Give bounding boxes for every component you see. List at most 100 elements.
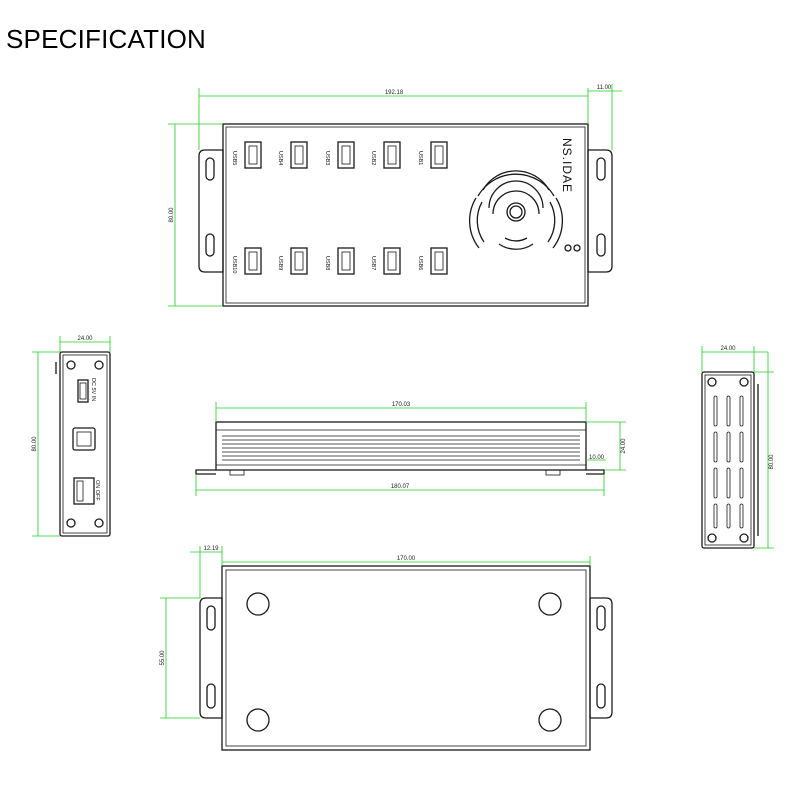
top-body	[222, 123, 589, 307]
switch-label: ON OFF	[94, 480, 100, 501]
bottom-dim-holes: 55.00	[160, 597, 200, 719]
front-dim-inner: 170.03	[215, 402, 587, 422]
left-view: DC 5V IN ON OFF 24.00 80.00	[32, 336, 111, 537]
right-dim-width: 24.00	[701, 346, 768, 372]
indicator-led-icon	[564, 244, 572, 252]
rubber-foot-icon	[538, 708, 562, 732]
rubber-foot-icon	[538, 592, 562, 616]
top-right-ear	[587, 149, 613, 273]
dimension-label: 80.00	[769, 454, 775, 470]
usb-port-bottom-2: USB9	[277, 247, 308, 275]
usb-port-label: USB7	[370, 256, 376, 270]
rubber-foot-icon	[246, 708, 270, 732]
screw-icon	[739, 377, 749, 387]
usb-port-bottom-5: USB6	[417, 247, 448, 275]
dimension-label: 12.19	[203, 546, 219, 552]
bottom-body	[221, 565, 591, 751]
top-body-inner	[225, 126, 586, 304]
usb-b-port	[72, 427, 96, 451]
top-right-ear-slot	[596, 233, 606, 257]
usb-port-label: USB10	[231, 256, 237, 273]
front-rubber-foot	[229, 469, 245, 476]
usb-port-label: USB1	[417, 151, 423, 165]
screw-icon	[94, 518, 104, 528]
bottom-left-ear-slot	[206, 683, 216, 709]
right-dim-height: 80.00	[754, 352, 775, 549]
top-left-ear-slot	[205, 157, 215, 181]
power-label: DC 5V IN	[90, 378, 96, 401]
top-dim-height: 80.00	[168, 123, 223, 307]
usb-port-bottom-4: USB7	[370, 247, 401, 275]
indicator-led-icon	[573, 244, 581, 252]
dimension-label: 80.00	[32, 436, 38, 452]
dimension-label: 80.00	[169, 207, 175, 223]
dimension-label: 11.00	[597, 85, 612, 91]
dimension-label: 10.00	[589, 455, 605, 461]
usb-port-label: USB9	[277, 256, 283, 270]
left-body-inner	[62, 354, 108, 534]
top-left-ear	[198, 149, 224, 273]
usb-port-label: USB2	[370, 151, 376, 165]
bottom-left-ear-slot	[206, 605, 216, 631]
front-rubber-foot	[545, 469, 561, 476]
vent-slots	[713, 395, 744, 529]
left-body	[59, 351, 111, 537]
usb-port-label: USB8	[324, 256, 330, 270]
bottom-left-ear	[199, 597, 223, 719]
power-switch	[73, 477, 95, 505]
screw-icon	[707, 377, 717, 387]
usb-port-top-2: USB4	[277, 141, 308, 169]
top-dim-ear: 11.00	[588, 84, 622, 150]
screw-icon	[66, 360, 76, 370]
bottom-right-ear	[589, 597, 613, 719]
brand-label: NS.IDAE	[560, 138, 574, 193]
front-right-foot	[586, 469, 605, 475]
usb-port-top-1: USB5	[231, 141, 262, 169]
dimension-label: 24.00	[720, 346, 736, 352]
screw-icon	[94, 360, 104, 370]
top-left-ear-slot	[205, 233, 215, 257]
right-body	[701, 371, 755, 549]
page-title: SPECIFICATION	[6, 24, 207, 54]
bottom-right-ear-slot	[596, 683, 606, 709]
screw-icon	[739, 533, 749, 543]
usb-port-bottom-3: USB8	[324, 247, 355, 275]
dimension-label: 180.07	[391, 484, 410, 490]
bottom-body-inner	[225, 569, 587, 747]
usb-port-top-4: USB2	[370, 141, 401, 169]
top-dim-length: 192.18	[198, 88, 589, 150]
dimension-label: 192.18	[385, 90, 404, 96]
rubber-foot-icon	[246, 592, 270, 616]
usb-port-top-3: USB3	[324, 141, 355, 169]
front-dim-total: 180.07	[195, 474, 605, 496]
usb-port-label: USB6	[417, 256, 423, 270]
dimension-label: 55.00	[160, 650, 166, 666]
usb-port-top-5: USB1	[417, 141, 448, 169]
top-right-ear-slot	[596, 157, 606, 181]
bottom-view: 12.19 170.00 55.00	[160, 546, 613, 751]
front-dim-height: 24.00	[586, 421, 627, 471]
dimension-label: 170.03	[392, 402, 411, 408]
bottom-dim-ear: 12.19	[190, 546, 223, 598]
front-body	[215, 421, 587, 471]
bottom-dim-length: 170.00	[222, 556, 591, 566]
usb-port-label: USB3	[324, 151, 330, 165]
usb-port-label: USB4	[277, 151, 283, 165]
screw-icon	[66, 518, 76, 528]
bottom-right-ear-slot	[596, 605, 606, 631]
dimension-label: 170.00	[397, 556, 416, 562]
logo-icon	[469, 170, 563, 250]
front-dim-foot: 10.00	[586, 455, 606, 461]
dimension-label: 24.00	[77, 336, 93, 342]
right-view: 24.00 80.00	[701, 346, 775, 549]
left-dim-height: 80.00	[32, 351, 60, 537]
dc-jack	[77, 379, 89, 403]
usb-port-bottom-1: USB10	[231, 247, 262, 275]
usb-port-label: USB5	[231, 151, 237, 165]
right-body-inner	[704, 374, 752, 546]
top-view: USB5 USB4 USB3 USB2 USB1 USB10	[168, 84, 622, 307]
front-left-foot	[195, 469, 216, 475]
screw-icon	[707, 533, 717, 543]
dimension-label: 24.00	[621, 438, 627, 454]
